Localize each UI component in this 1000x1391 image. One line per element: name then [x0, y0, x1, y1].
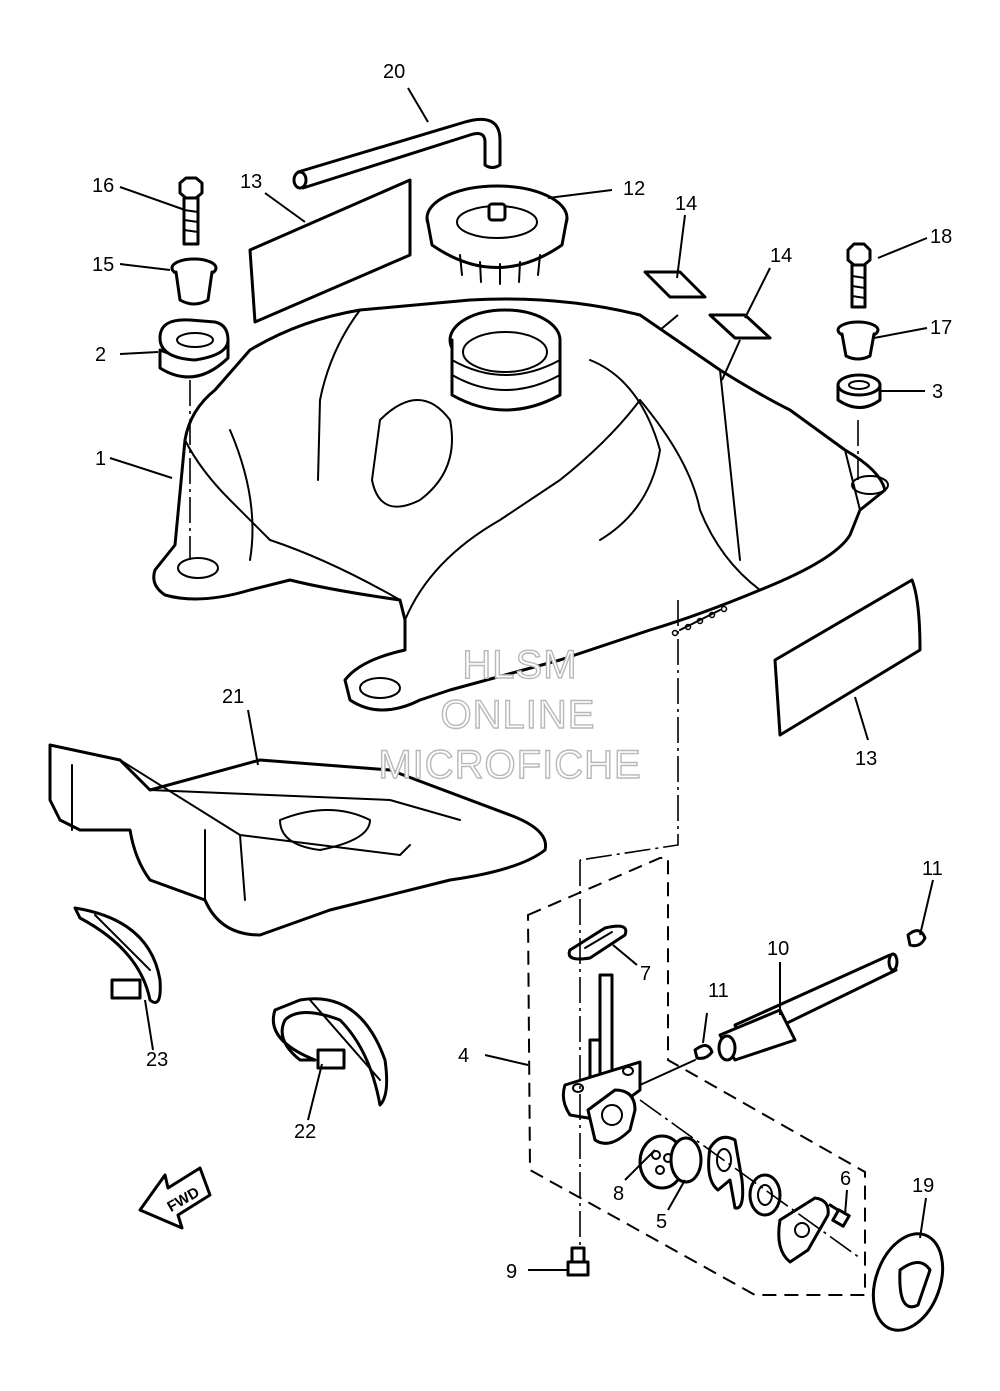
hose-clip-b: [906, 929, 927, 948]
forward-arrow-icon: FWD: [138, 1166, 212, 1230]
callout-8: 8: [613, 1183, 624, 1205]
cable-band-lower: [272, 997, 389, 1107]
callout-5: 5: [656, 1211, 667, 1233]
callout-19: 19: [912, 1175, 934, 1197]
breather-hose: [292, 117, 502, 190]
fuel-cock-knob: [871, 1232, 945, 1332]
damper-right: [836, 373, 882, 409]
watermark-line-2: ONLINE: [441, 693, 596, 737]
collar-left: [170, 257, 218, 306]
leader-lines: [109, 87, 934, 1271]
o-ring: [669, 1136, 703, 1184]
callout-20: 20: [383, 61, 405, 83]
callout-15: 15: [92, 254, 114, 276]
fuel-cock-washer: [748, 1173, 782, 1217]
cable-band-upper: [73, 906, 162, 1004]
callout-11-left: 11: [708, 980, 729, 1002]
callout-6: 6: [840, 1168, 851, 1190]
callout-23: 23: [146, 1049, 168, 1071]
callout-3: 3: [932, 381, 943, 403]
fuel-cap: [425, 184, 569, 285]
fuel-cock-body: [561, 973, 642, 1145]
hose-clip-a: [693, 1044, 714, 1060]
callout-13-right: 13: [855, 748, 877, 770]
fuel-cock-gasket: [567, 924, 628, 961]
callout-16: 16: [92, 175, 114, 197]
callout-14-a: 14: [675, 193, 697, 215]
fuel-cock-lever: [707, 1135, 745, 1210]
bolt-9: [566, 1246, 590, 1277]
callout-22: 22: [294, 1121, 316, 1143]
callout-1: 1: [95, 448, 106, 470]
callout-17: 17: [930, 317, 952, 339]
fuel-cock-assembly-outline: [526, 857, 866, 1296]
watermark: HLSM ONLINE MICROFICHE: [378, 642, 642, 787]
fuel-hose: [717, 952, 899, 1062]
collar-right: [836, 320, 880, 361]
fuel-cock-cover-plate: [777, 1196, 830, 1264]
small-label-a: [643, 270, 707, 299]
callout-13-top: 13: [240, 171, 262, 193]
damper-left: [158, 318, 230, 379]
warning-label-right: [773, 578, 922, 737]
callout-4: 4: [458, 1045, 469, 1067]
bolt-left: [178, 176, 204, 246]
callout-2: 2: [95, 344, 106, 366]
warning-label-top: [248, 178, 412, 324]
callout-18: 18: [930, 226, 952, 248]
fuel-tank: [152, 297, 889, 712]
callout-10: 10: [767, 938, 789, 960]
watermark-line-3: MICROFICHE: [378, 743, 641, 787]
small-label-b: [708, 313, 772, 340]
screw-6: [828, 1203, 851, 1228]
callout-11-right: 11: [922, 858, 943, 880]
callout-12: 12: [623, 178, 645, 200]
bolt-right: [846, 242, 872, 309]
tank-cover: [48, 743, 548, 937]
callout-9: 9: [506, 1261, 517, 1283]
callout-numbers: 20 13 12 16 15 2 1 14 14 18 17 3 13 21 2…: [92, 61, 952, 1283]
callout-14-b: 14: [770, 245, 792, 267]
watermark-line-1: HLSM: [462, 643, 577, 687]
callout-21: 21: [222, 686, 244, 708]
callout-7: 7: [640, 963, 651, 985]
